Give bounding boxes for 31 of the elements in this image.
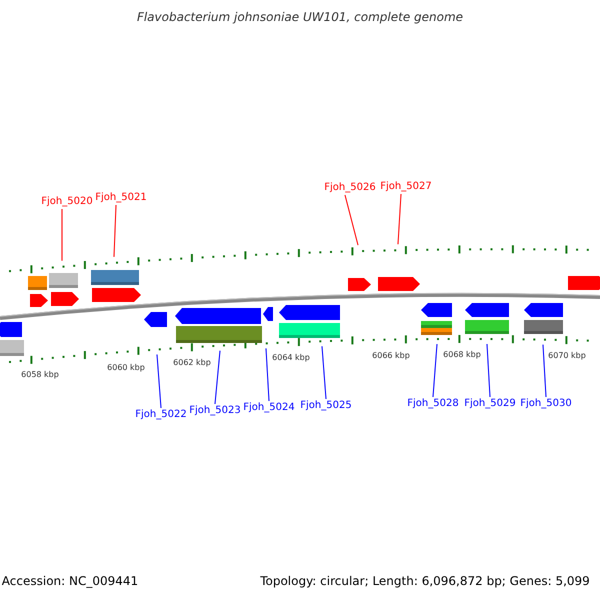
axis-label: 6060 kbp (107, 362, 145, 372)
leader-line (214, 350, 220, 404)
leader-line (398, 194, 402, 245)
leader-line (542, 344, 546, 398)
leader-line (114, 204, 116, 258)
title: Flavobacterium johnsoniae UW101, complete genome (136, 10, 464, 24)
axis-label: 6064 kbp (272, 353, 310, 362)
gene-label: Fjoh_5022 (135, 409, 187, 420)
leader-line (344, 194, 358, 246)
leader-line (266, 348, 270, 402)
leader-line (486, 344, 490, 398)
gene-label: Fjoh_5025 (300, 400, 352, 411)
gene-label: Fjoh_5028 (407, 398, 459, 409)
gene-label: Fjoh_5021 (95, 192, 147, 203)
gene-label: Fjoh_5026 (324, 182, 376, 193)
leader-line (432, 344, 438, 398)
axis-label: 6058 kbp (21, 370, 59, 380)
leader-line (322, 346, 326, 400)
gene-label: Fjoh_5030 (520, 398, 572, 409)
gene-label: Fjoh_5020 (41, 196, 93, 207)
gene-label: Fjoh_5029 (464, 398, 516, 409)
accession-note: Accession: NC_009441 (2, 574, 138, 588)
leader-line (156, 354, 162, 408)
gene-label: Fjoh_5024 (243, 402, 295, 413)
genome-summary: Topology: circular; Length: 6,096,872 bp; Genes: 5,099 (260, 574, 590, 588)
gene-label: Fjoh_5027 (380, 181, 432, 192)
axis-label: 6070 kbp (548, 351, 586, 360)
gene-label: Fjoh_5023 (189, 405, 241, 416)
axis-label: 6066 kbp (372, 350, 410, 360)
axis-label: 6062 kbp (173, 358, 211, 368)
axis-label: 6068 kbp (443, 350, 481, 359)
